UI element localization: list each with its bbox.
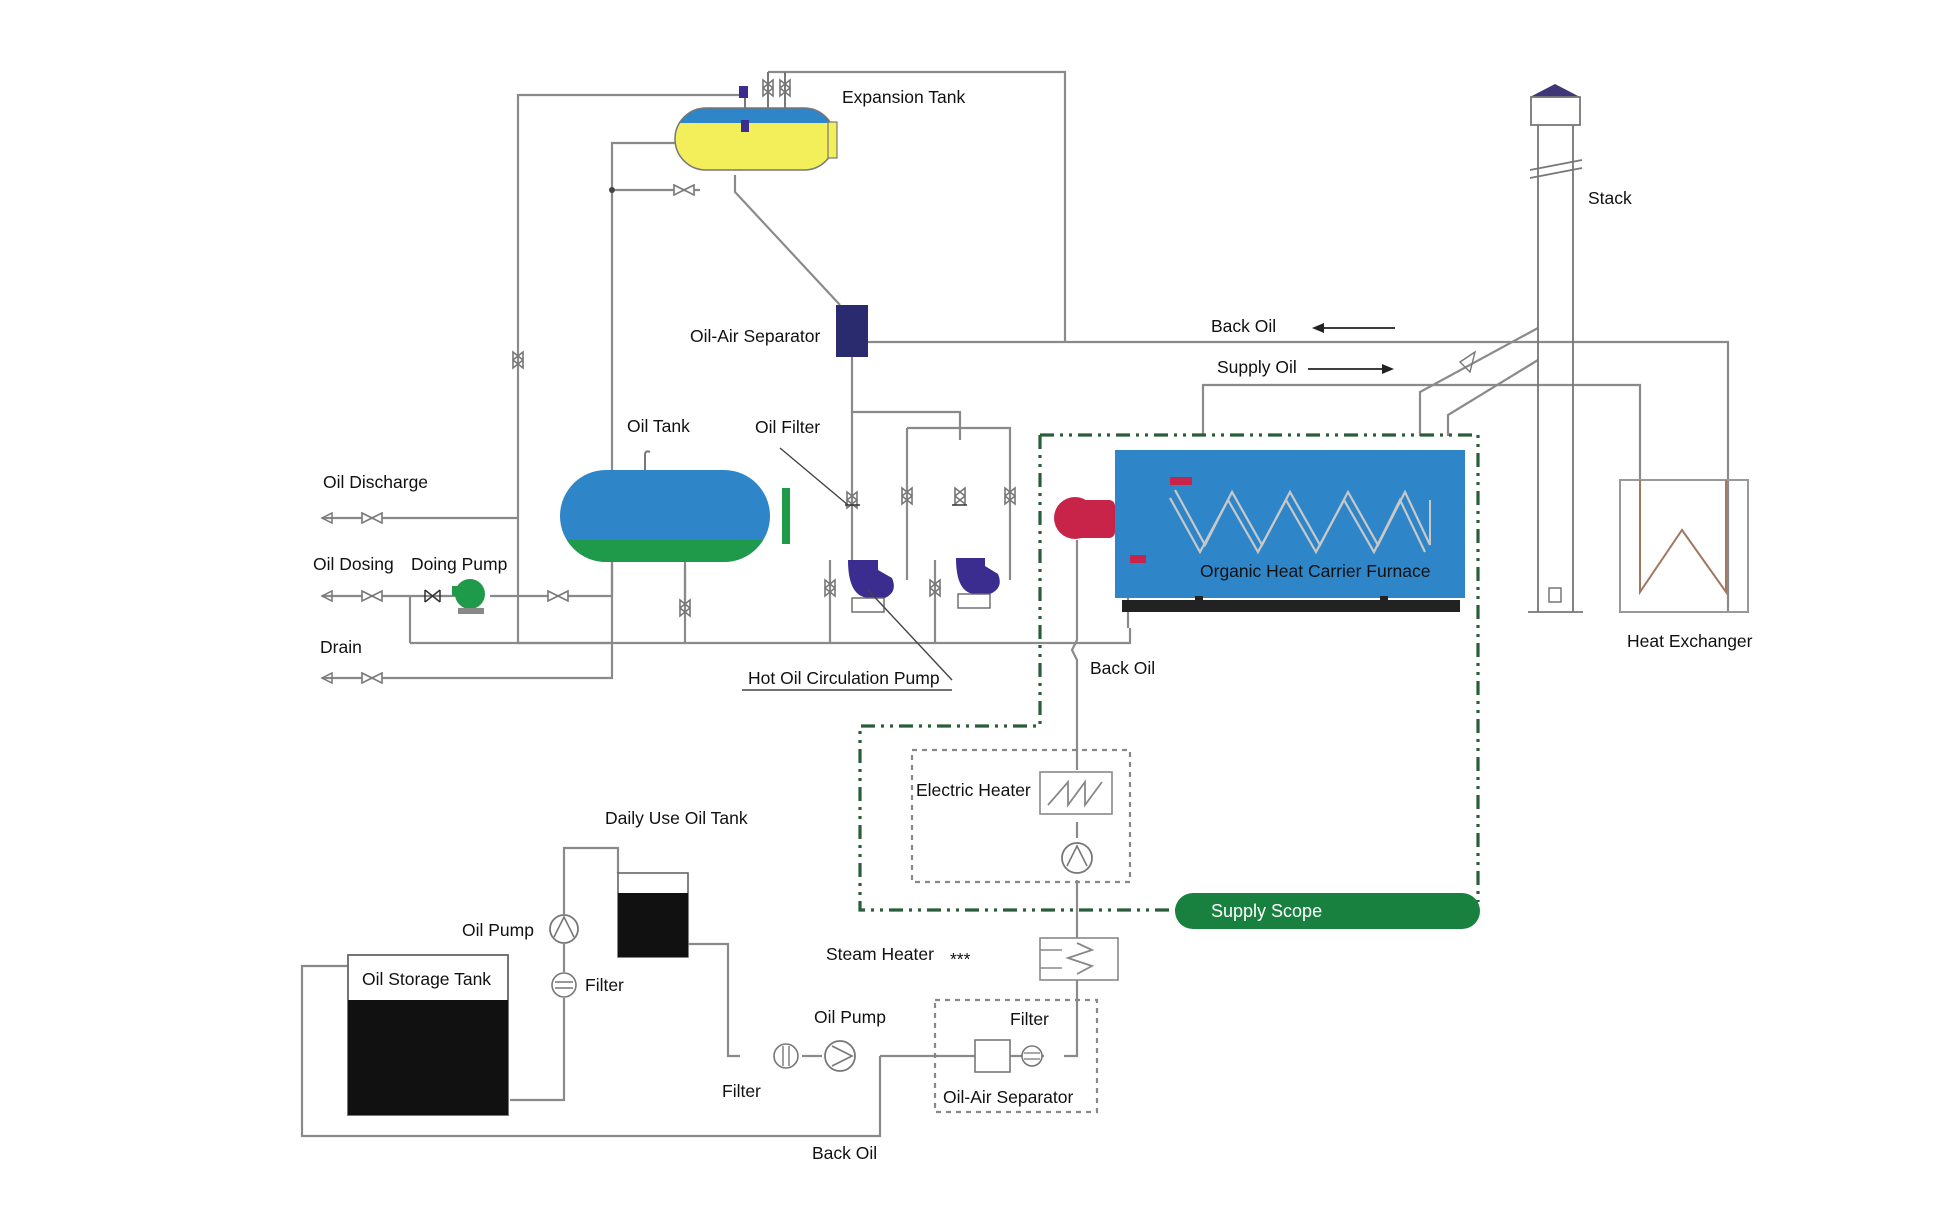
label-oil-pump-bottom: Oil Pump (814, 1007, 886, 1027)
filter-left (551, 972, 577, 998)
organic-heat-carrier-furnace (1115, 450, 1465, 612)
label-steam-heater: Steam Heater (826, 944, 934, 964)
steam-heater (1039, 937, 1119, 981)
valve (845, 490, 859, 510)
back-oil-arrow (1312, 323, 1395, 333)
valve (678, 598, 692, 618)
valve (547, 589, 569, 603)
valve (823, 578, 837, 598)
valve (1003, 486, 1017, 506)
oil-pump-left (549, 914, 579, 944)
valve (900, 486, 914, 506)
label-hot-oil-circulation-pump: Hot Oil Circulation Pump (748, 668, 940, 688)
label-supply-scope: Supply Scope (1211, 901, 1322, 921)
hot-oil-circulation-pump-2 (956, 558, 1000, 609)
oil-tank (560, 450, 790, 600)
pipe-network (300, 70, 1730, 1138)
stack (1458, 84, 1583, 613)
oil-storage-tank (347, 954, 509, 1116)
label-stack: Stack (1588, 188, 1632, 208)
label-steam-marks: *** (950, 949, 971, 969)
leader-lines (742, 447, 953, 691)
label-drain: Drain (320, 637, 362, 657)
label-oil-discharge: Oil Discharge (323, 472, 428, 492)
label-back-oil-bottom: Back Oil (812, 1143, 877, 1163)
label-supply-oil: Supply Oil (1217, 357, 1297, 377)
valve (361, 589, 383, 603)
label-filter-bottom: Filter (722, 1081, 761, 1101)
label-filter-left: Filter (585, 975, 624, 995)
label-filter-right: Filter (1010, 1009, 1049, 1029)
label-furnace: Organic Heat Carrier Furnace (1200, 561, 1431, 581)
daily-use-oil-tank (617, 872, 689, 958)
valve (361, 671, 383, 685)
oil-air-separator-box (933, 998, 1099, 1114)
filter-right (1021, 1045, 1043, 1067)
pipe-junction (609, 187, 615, 193)
oil-air-separator-bottom (974, 1039, 1011, 1073)
label-oil-filter: Oil Filter (755, 417, 820, 437)
electric-heater-pump (1061, 842, 1093, 874)
valve (673, 183, 695, 197)
valve (511, 350, 525, 370)
label-oil-pump-left: Oil Pump (462, 920, 534, 940)
valve (361, 511, 383, 525)
supply-scope-boundary (858, 433, 1480, 912)
heat-exchanger (1619, 479, 1749, 613)
label-electric-heater: Electric Heater (916, 780, 1031, 800)
label-oil-air-separator-bottom: Oil-Air Separator (943, 1087, 1073, 1107)
label-back-oil-mid: Back Oil (1090, 658, 1155, 678)
valve (928, 578, 942, 598)
label-heat-exchanger: Heat Exchanger (1627, 631, 1753, 651)
label-oil-air-separator-top: Oil-Air Separator (690, 326, 820, 346)
burner (1054, 497, 1115, 539)
filter-bottom (773, 1043, 799, 1069)
label-back-oil-top: Back Oil (1211, 316, 1276, 336)
dosing-pump (452, 579, 485, 614)
label-doing-pump: Doing Pump (411, 554, 507, 574)
expansion-tank (674, 72, 838, 171)
oil-pump-bottom (824, 1040, 856, 1072)
supply-scope-badge (1175, 893, 1480, 929)
electric-heater-box (910, 748, 1132, 884)
electric-heater (1039, 771, 1113, 815)
hot-oil-circulation-pump-1 (848, 560, 894, 613)
label-oil-tank: Oil Tank (627, 416, 690, 436)
label-expansion-tank: Expansion Tank (842, 87, 965, 107)
supply-oil-arrow (1308, 364, 1394, 374)
label-oil-storage-tank: Oil Storage Tank (362, 969, 491, 989)
label-daily-use-oil-tank: Daily Use Oil Tank (605, 808, 748, 828)
valve (953, 486, 967, 506)
oil-air-separator-top (836, 305, 868, 357)
label-oil-dosing: Oil Dosing (313, 554, 394, 574)
